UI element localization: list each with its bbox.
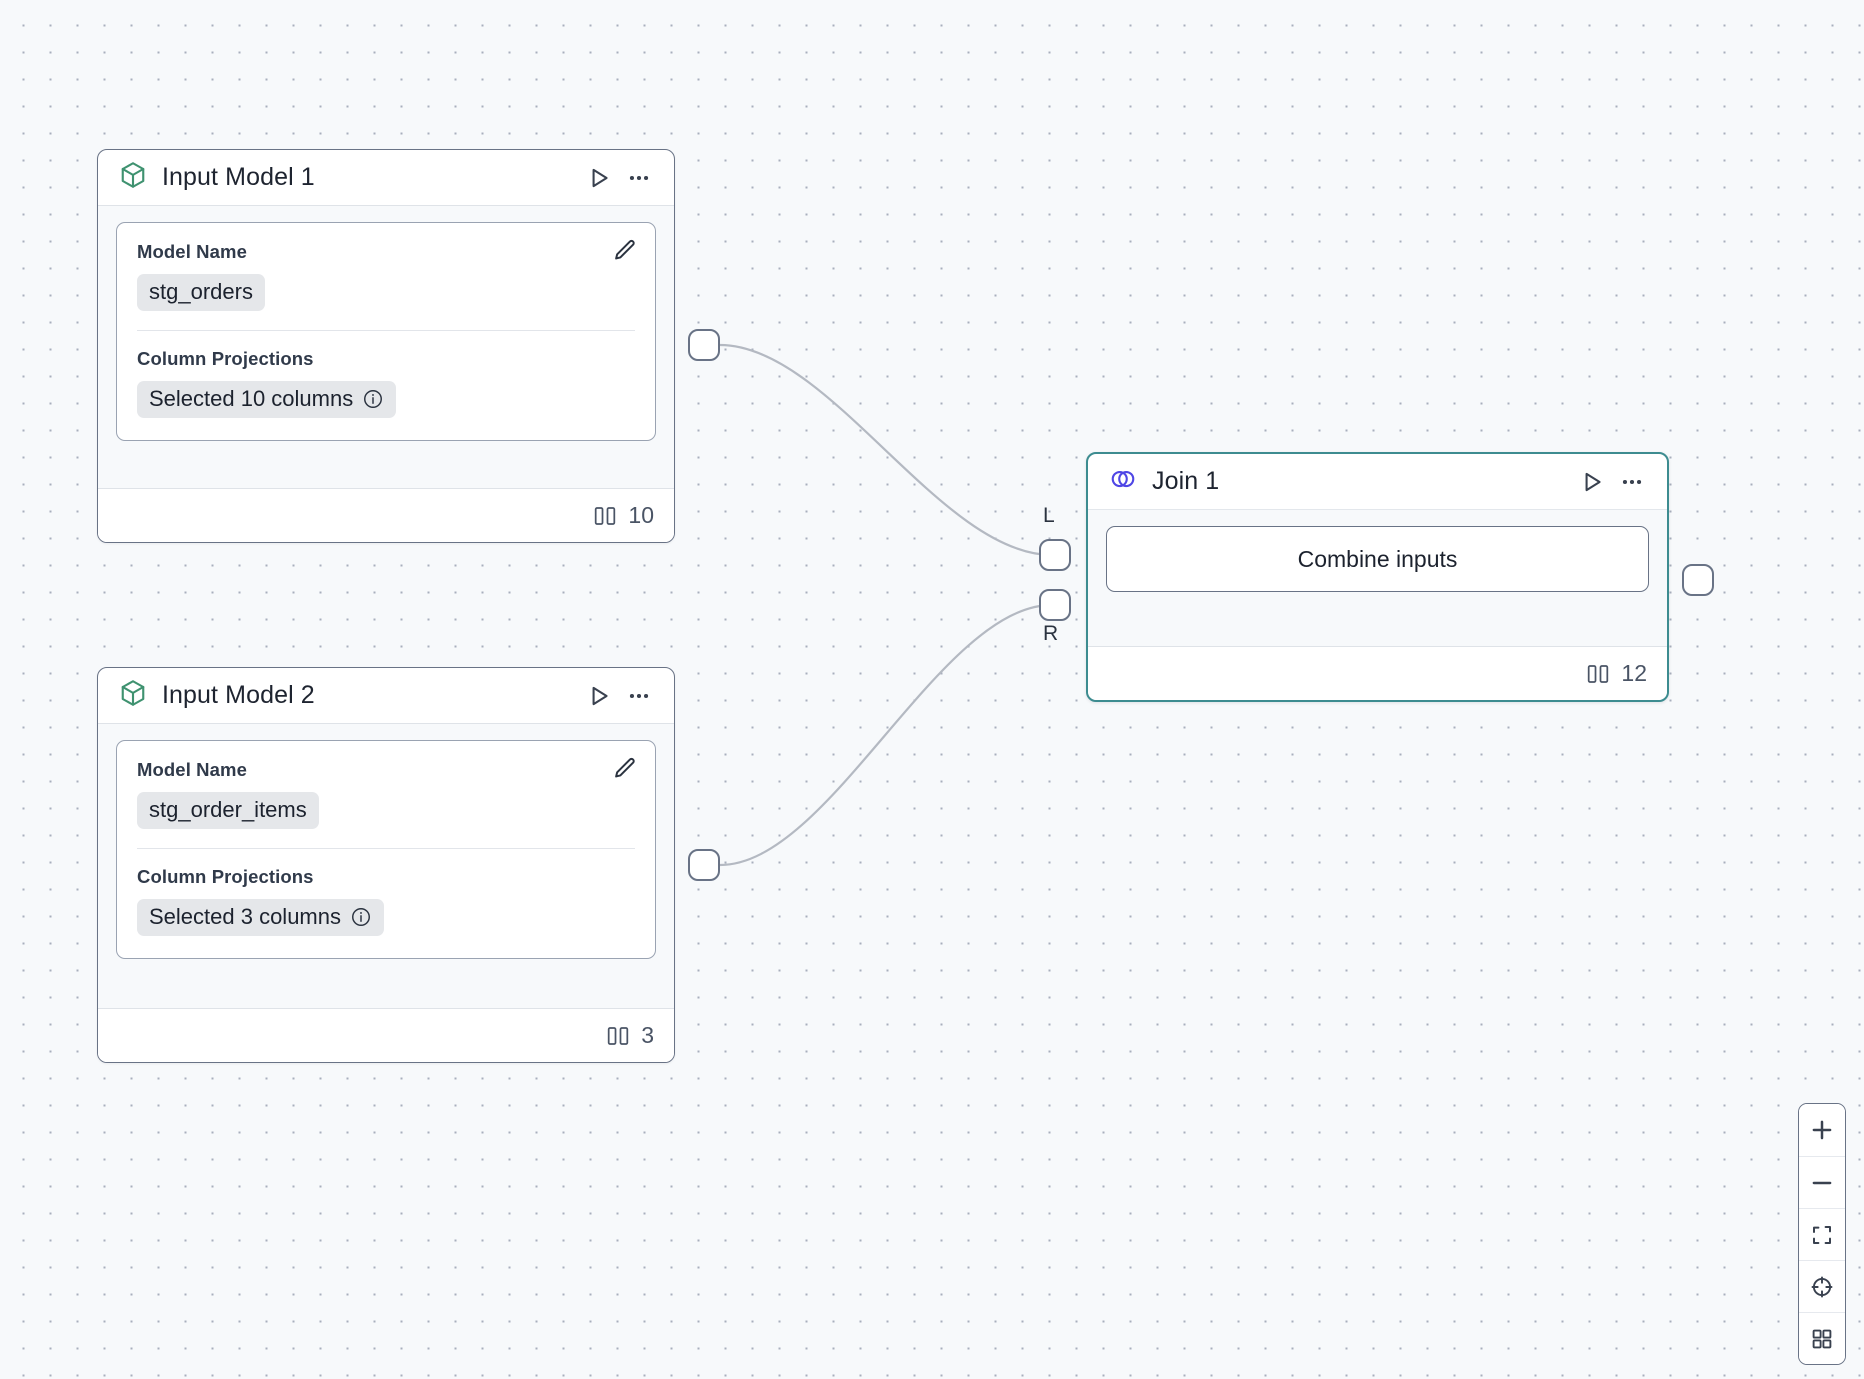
node-title: Input Model 1 bbox=[162, 163, 315, 191]
node-body: Model Name stg_orders Column Projections… bbox=[98, 206, 674, 488]
node-footer: 10 bbox=[98, 488, 674, 542]
cube-icon bbox=[118, 160, 148, 195]
column-count: 12 bbox=[1621, 660, 1647, 686]
crosshair-icon[interactable] bbox=[1799, 1260, 1845, 1312]
run-icon[interactable] bbox=[582, 161, 616, 195]
model-name-text: stg_order_items bbox=[149, 797, 307, 822]
edge-model1-to-join-left bbox=[719, 343, 1053, 557]
join-venn-icon bbox=[1108, 464, 1138, 499]
model-name-text: stg_orders bbox=[149, 279, 253, 304]
model-name-label: Model Name bbox=[137, 759, 247, 780]
more-options-icon[interactable] bbox=[1615, 465, 1649, 499]
node-body: Combine inputs bbox=[1088, 510, 1667, 646]
output-handle-model-2[interactable] bbox=[688, 849, 720, 881]
model-name-value[interactable]: stg_order_items bbox=[137, 792, 319, 829]
input-handle-label-right: R bbox=[1043, 622, 1059, 645]
output-handle-model-1[interactable] bbox=[688, 329, 720, 361]
columns-icon bbox=[592, 503, 618, 529]
columns-icon bbox=[605, 1023, 631, 1049]
node-header: Join 1 bbox=[1088, 454, 1667, 510]
zoom-out-button[interactable] bbox=[1799, 1156, 1845, 1208]
column-projections-label: Column Projections bbox=[137, 348, 314, 370]
edge-model2-to-join-right bbox=[719, 603, 1053, 867]
combine-inputs-button[interactable]: Combine inputs bbox=[1106, 526, 1649, 592]
more-options-icon[interactable] bbox=[622, 679, 656, 713]
node-title: Join 1 bbox=[1152, 467, 1220, 495]
info-icon[interactable] bbox=[362, 388, 384, 410]
divider bbox=[137, 848, 635, 850]
canvas-controls[interactable] bbox=[1798, 1103, 1846, 1365]
edit-pencil-icon[interactable] bbox=[611, 237, 639, 265]
model-name-value[interactable]: stg_orders bbox=[137, 274, 265, 311]
info-icon[interactable] bbox=[350, 906, 372, 928]
model-config-card: Model Name stg_orders Column Projections… bbox=[116, 222, 656, 442]
column-projections-text: Selected 3 columns bbox=[149, 904, 341, 930]
edit-pencil-icon[interactable] bbox=[611, 755, 639, 783]
fit-view-button[interactable] bbox=[1799, 1208, 1845, 1260]
node-header: Input Model 2 bbox=[98, 668, 674, 724]
combine-inputs-label: Combine inputs bbox=[1297, 545, 1458, 572]
node-title: Input Model 2 bbox=[162, 681, 315, 709]
output-handle-join-1[interactable] bbox=[1682, 564, 1714, 596]
more-options-icon[interactable] bbox=[622, 161, 656, 195]
input-handle-label-left: L bbox=[1043, 504, 1055, 527]
node-header: Input Model 1 bbox=[98, 150, 674, 206]
model-name-label: Model Name bbox=[137, 241, 247, 262]
input-handle-join-right[interactable] bbox=[1039, 589, 1071, 621]
input-handle-join-left[interactable] bbox=[1039, 539, 1071, 571]
model-config-card: Model Name stg_order_items Column Projec… bbox=[116, 740, 656, 960]
columns-icon bbox=[1585, 661, 1611, 687]
node-join-1[interactable]: Join 1 Combine inputs bbox=[1086, 452, 1669, 702]
column-projections-value[interactable]: Selected 10 columns bbox=[137, 381, 397, 419]
run-icon[interactable] bbox=[1575, 465, 1609, 499]
divider bbox=[137, 330, 635, 332]
node-input-model-1[interactable]: Input Model 1 Model Name bbox=[97, 149, 675, 543]
node-footer: 12 bbox=[1088, 646, 1667, 700]
cube-icon bbox=[118, 678, 148, 713]
column-projections-value[interactable]: Selected 3 columns bbox=[137, 899, 384, 937]
column-count: 3 bbox=[641, 1022, 654, 1048]
node-body: Model Name stg_order_items Column Projec… bbox=[98, 724, 674, 1008]
node-input-model-2[interactable]: Input Model 2 Model Name bbox=[97, 667, 675, 1063]
node-footer: 3 bbox=[98, 1008, 674, 1062]
column-projections-label: Column Projections bbox=[137, 866, 314, 888]
column-projections-text: Selected 10 columns bbox=[149, 386, 354, 412]
grid-icon[interactable] bbox=[1799, 1312, 1845, 1364]
column-count: 10 bbox=[628, 502, 654, 528]
run-icon[interactable] bbox=[582, 679, 616, 713]
zoom-in-button[interactable] bbox=[1799, 1104, 1845, 1156]
